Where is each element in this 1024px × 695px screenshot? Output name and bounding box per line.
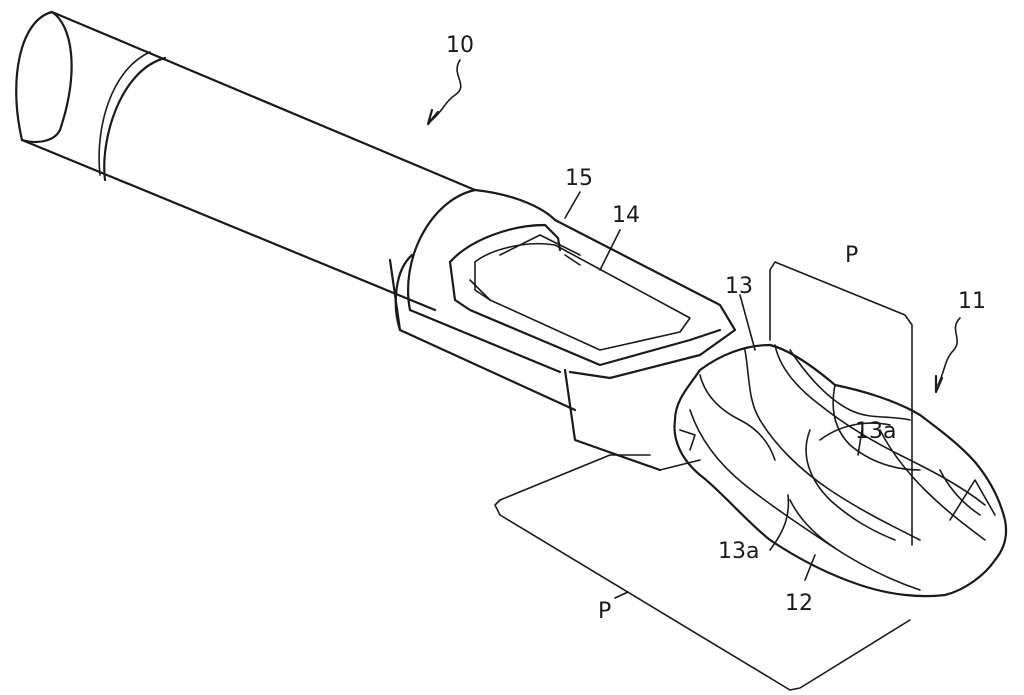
label-flute: 12 <box>785 591 813 616</box>
label-plane-bottom: P <box>598 599 611 624</box>
label-insert: 13 <box>725 274 753 299</box>
neck <box>448 218 737 472</box>
label-seat: 15 <box>565 166 593 191</box>
label-pocket: 14 <box>612 203 640 228</box>
reference-labels: 10 11 12 13 13a 13a 14 15 P P <box>446 33 986 624</box>
plane-vertical <box>769 261 913 546</box>
label-cutting-end: 11 <box>958 289 986 314</box>
leader-lines <box>426 59 961 599</box>
plane-horizontal <box>494 454 911 691</box>
label-tool: 10 <box>446 33 474 58</box>
shank <box>15 10 577 412</box>
label-plane-top: P <box>845 243 858 268</box>
label-edge-upper: 13a <box>855 419 896 444</box>
label-edge-lower: 13a <box>718 539 759 564</box>
